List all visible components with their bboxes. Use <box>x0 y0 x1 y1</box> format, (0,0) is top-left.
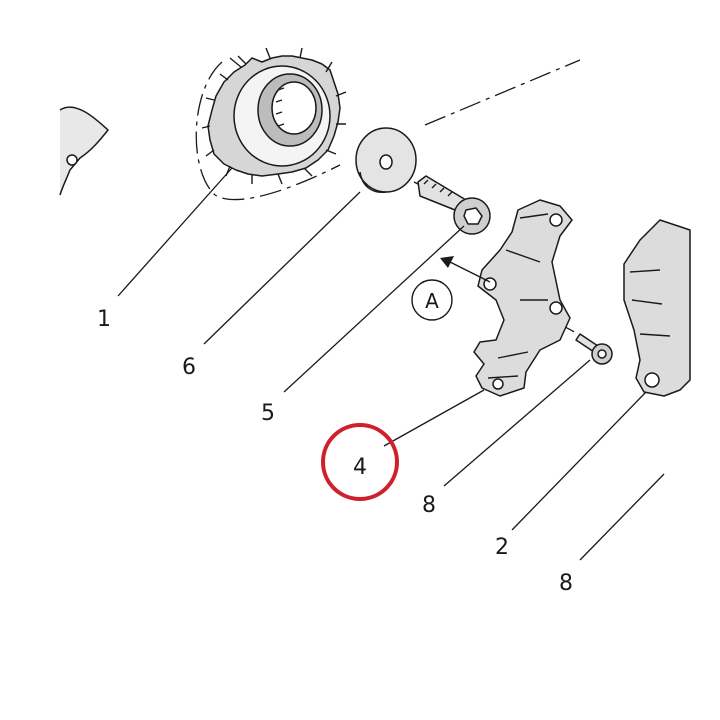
callout-2: 2 <box>495 535 509 560</box>
sprocket-cover-plate <box>473 199 573 397</box>
leader-6 <box>203 191 361 345</box>
washer <box>355 127 417 193</box>
hex-socket <box>463 207 483 225</box>
view-marker-a: A <box>411 279 453 321</box>
screw-thread <box>423 179 453 197</box>
callout-8-upper: 8 <box>422 493 436 518</box>
leader-5 <box>283 225 465 393</box>
right-bracket-hole <box>644 372 660 388</box>
callout-1: 1 <box>97 307 111 332</box>
sprocket-splined-bore <box>271 81 317 135</box>
small-screw-upper <box>575 333 613 365</box>
plate-top-hole <box>549 213 563 227</box>
plate-bottom-hole <box>492 378 504 390</box>
front-sprocket <box>201 47 347 185</box>
assembly-arrow <box>440 256 491 283</box>
leader-8b <box>579 473 665 561</box>
frame-bracket-left <box>59 106 109 196</box>
leader-1 <box>117 167 233 297</box>
callout-4: 4 <box>353 455 367 480</box>
callout-5: 5 <box>261 401 275 426</box>
callout-labels: 1 6 5 4 8 2 8 <box>97 307 573 596</box>
leader-2 <box>511 391 647 531</box>
leader-lines <box>117 167 665 561</box>
plate-mid-hole <box>549 301 563 315</box>
leader-4 <box>383 389 485 447</box>
highlight-ring <box>321 423 399 501</box>
view-marker-label: A <box>425 289 439 313</box>
socket-head-screw <box>417 175 491 235</box>
frame-bracket-right <box>623 219 691 397</box>
callout-6: 6 <box>182 355 196 380</box>
sprocket-splines <box>275 87 285 127</box>
callout-8-lower: 8 <box>559 571 573 596</box>
leader-8a <box>443 359 591 487</box>
